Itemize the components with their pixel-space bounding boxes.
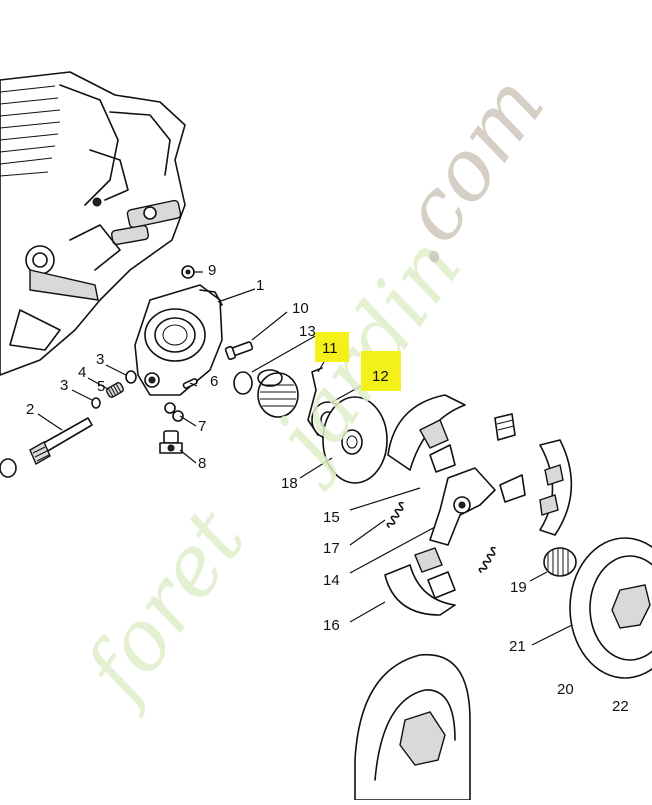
callout-3a: 3: [96, 351, 104, 368]
callout-4: 4: [78, 364, 86, 381]
callout-9: 9: [208, 262, 216, 279]
callout-8: 8: [198, 455, 206, 472]
callout-20: 20: [557, 681, 574, 698]
clutch-shoe-right: [539, 439, 573, 536]
sprocket-drum: [569, 537, 652, 679]
clutch-carrier: [429, 467, 526, 546]
small-parts: [0, 265, 254, 478]
callout-17: 17: [323, 540, 340, 557]
callout-21: 21: [509, 638, 526, 655]
worm-gear: [257, 369, 299, 418]
highlight-box-12: [361, 351, 401, 391]
highlight-box-11: [315, 332, 349, 362]
needle-bearing: [543, 547, 577, 577]
watermark-foret: foret: [63, 492, 265, 721]
callout-14: 14: [323, 572, 340, 589]
clutch-shoe-top: [387, 394, 466, 473]
callout-10: 10: [292, 300, 309, 317]
callout-6: 6: [210, 373, 218, 390]
callout-labels: 1 2 3 3 4 5 6 7 8 9 10 11 12 13 14 15 16…: [26, 262, 629, 715]
callout-2: 2: [26, 401, 34, 418]
callout-22: 22: [612, 698, 629, 715]
clutch-disc: [322, 396, 388, 484]
callout-3b: 3: [60, 377, 68, 394]
engine-housing: [0, 71, 186, 376]
callout-12: 12: [372, 368, 389, 385]
callout-5: 5: [97, 378, 105, 395]
callout-19: 19: [510, 579, 527, 596]
small-fitting: [494, 413, 516, 441]
oil-pump-housing: [134, 284, 223, 396]
callout-11: 11: [322, 340, 338, 357]
callout-15: 15: [323, 509, 340, 526]
callout-1: 1: [256, 277, 264, 294]
callout-16: 16: [323, 617, 340, 634]
callout-7: 7: [198, 418, 206, 435]
callout-18: 18: [281, 475, 298, 492]
clutch-shoe-bottom: [384, 547, 456, 616]
pump-shaft: [0, 417, 93, 478]
callout-13: 13: [299, 323, 316, 340]
clutch-spring-left: [386, 501, 404, 528]
sprocket-drum-bottom: [354, 653, 471, 801]
clutch-spring-right: [478, 546, 496, 573]
